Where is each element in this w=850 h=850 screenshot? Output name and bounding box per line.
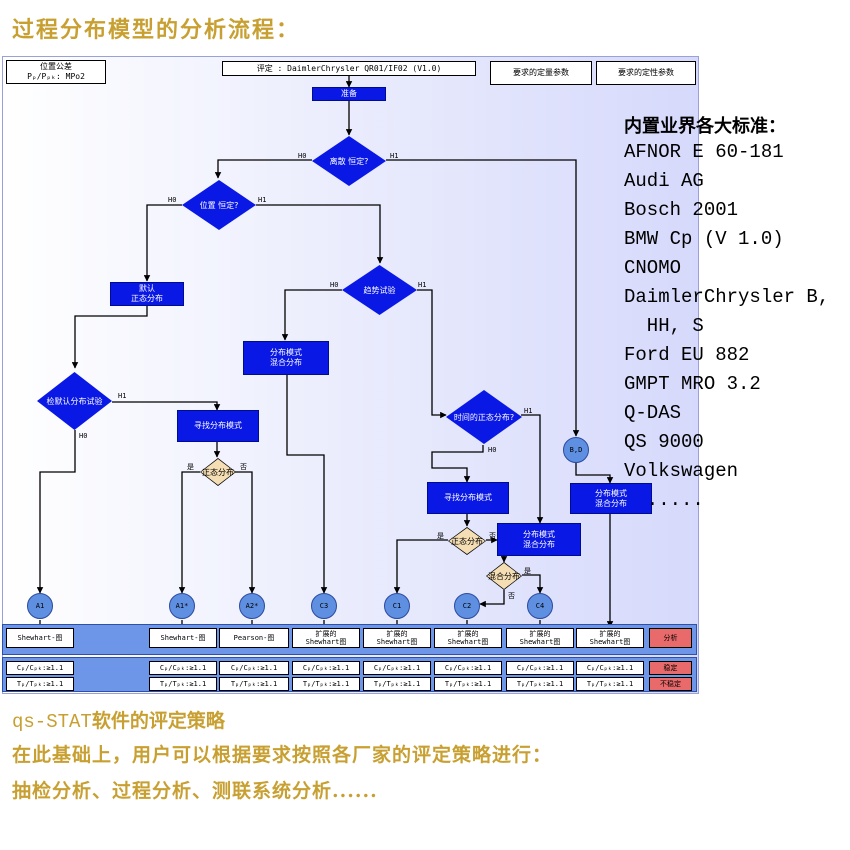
- quantitative-params-button[interactable]: 要求的定量参数: [490, 61, 592, 85]
- decision-label: 混合分布: [488, 571, 520, 581]
- connector-c3[interactable]: C3: [311, 593, 337, 619]
- software-strategy-text: 软件的评定策略: [91, 710, 225, 732]
- page-title: 过程分布模型的分析流程：: [12, 17, 301, 43]
- default-distribution-test-decision[interactable]: 检默认分布试验: [37, 372, 112, 430]
- cp-cell: Cₚ/Cₚₖ:≥1.1: [292, 661, 360, 675]
- stable-indicator: 稳定: [649, 661, 692, 675]
- branch-label: H1: [258, 196, 267, 204]
- software-name: qs-STAT: [12, 711, 92, 733]
- tp-cell: Tₚ/Tₚₖ:≥1.1: [6, 677, 74, 691]
- tp-cell: Tₚ/Tₚₖ:≥1.1: [292, 677, 360, 691]
- tp-cell: Tₚ/Tₚₖ:≥1.1: [219, 677, 289, 691]
- decision-label: 时间的正态分布?: [453, 412, 515, 422]
- decision-label: 检默认分布试验: [46, 396, 103, 406]
- standard-item: .....: [624, 489, 704, 511]
- cp-cell: Cₚ/Cₚₖ:≥1.1: [506, 661, 574, 675]
- connector-a2-star[interactable]: A2*: [239, 593, 265, 619]
- standard-item: CNOMO: [624, 257, 682, 279]
- tp-cell: Tₚ/Tₚₖ:≥1.1: [149, 677, 217, 691]
- connector-bd[interactable]: B,D: [563, 437, 589, 463]
- tp-cell: Tₚ/Tₚₖ:≥1.1: [363, 677, 431, 691]
- standard-item: Bosch 2001: [624, 199, 739, 221]
- standard-item: Q-DAS: [624, 402, 682, 424]
- decision-label: 正态分布: [202, 467, 234, 477]
- chart-cell-a1-star[interactable]: Shewhart-图: [149, 628, 217, 648]
- decision-label: 离散 恒定?: [329, 156, 369, 166]
- chart-cell-a2-star[interactable]: Pearson-图: [219, 628, 289, 648]
- connector-c2[interactable]: C2: [454, 593, 480, 619]
- standard-item: Audi AG: [624, 170, 704, 192]
- standards-title: 内置业界各大标准：: [624, 116, 786, 137]
- standard-item: BMW Cp (V 1.0): [624, 228, 784, 250]
- branch-label: H1: [390, 152, 399, 160]
- qualitative-params-button[interactable]: 要求的定性参数: [596, 61, 696, 85]
- chart-cell-c4[interactable]: 扩展的 Shewhart图: [506, 628, 574, 648]
- user-strategy-line: 在此基础上，用户可以根据要求按照各厂家的评定策略进行：: [12, 744, 553, 766]
- cp-cell: Cₚ/Cₚₖ:≥1.1: [363, 661, 431, 675]
- connector-a1[interactable]: A1: [27, 593, 53, 619]
- normal-distribution-decision-2[interactable]: 正态分布: [448, 527, 486, 555]
- standard-item: DaimlerChrysler B,: [624, 286, 830, 308]
- discrete-constant-decision[interactable]: 离散 恒定?: [312, 136, 386, 186]
- tp-cell: Tₚ/Tₚₖ:≥1.1: [506, 677, 574, 691]
- branch-label: H0: [168, 196, 177, 204]
- cp-cell: Cₚ/Cₚₖ:≥1.1: [6, 661, 74, 675]
- cp-cell: Cₚ/Cₚₖ:≥1.1: [149, 661, 217, 675]
- default-normal-node[interactable]: 默认 正态分布: [110, 282, 184, 306]
- mixed-distribution-decision[interactable]: 混合分布: [486, 562, 522, 590]
- branch-label: 否: [508, 592, 515, 600]
- decision-label: 位置 恒定?: [199, 200, 239, 210]
- position-constant-decision[interactable]: 位置 恒定?: [182, 180, 256, 230]
- connector-a1-star[interactable]: A1*: [169, 593, 195, 619]
- tp-cell: Tₚ/Tₚₖ:≥1.1: [434, 677, 502, 691]
- branch-label: 否: [240, 463, 247, 471]
- tolerance-box: 位置公差 Pₚ/Pₚₖ: MPo2: [6, 60, 106, 84]
- decision-label: 趋势试验: [363, 285, 396, 295]
- branch-label: H1: [418, 281, 427, 289]
- unstable-indicator: 不稳定: [649, 677, 692, 691]
- analysis-types-line: 抽检分析、过程分析、测联系统分析......: [12, 780, 378, 802]
- branch-label: 是: [437, 532, 444, 540]
- mixed-distribution-node-1[interactable]: 分布模式 混合分布: [243, 341, 329, 375]
- software-strategy-line: qs-STAT软件的评定策略: [12, 706, 225, 733]
- standard-item: Ford EU 882: [624, 344, 750, 366]
- branch-label: H0: [79, 432, 88, 440]
- branch-label: H1: [118, 392, 127, 400]
- decision-label: 正态分布: [451, 536, 483, 546]
- chart-cell-a1[interactable]: Shewhart-图: [6, 628, 74, 648]
- branch-label: H0: [330, 281, 339, 289]
- branch-label: 是: [524, 567, 531, 575]
- standard-item: GMPT MRO 3.2: [624, 373, 761, 395]
- standard-item: QS 9000: [624, 431, 704, 453]
- connector-c1[interactable]: C1: [384, 593, 410, 619]
- chart-cell-c1[interactable]: 扩展的 Shewhart图: [363, 628, 431, 648]
- find-distribution-node-2[interactable]: 寻找分布模式: [427, 482, 509, 514]
- cp-cell: Cₚ/Cₚₖ:≥1.1: [434, 661, 502, 675]
- prepare-node[interactable]: 准备: [312, 87, 386, 101]
- branch-label: H0: [298, 152, 307, 160]
- branch-label: H0: [488, 446, 497, 454]
- standard-item: AFNOR E 60-181: [624, 141, 784, 163]
- cp-cell: Cₚ/Cₚₖ:≥1.1: [576, 661, 644, 675]
- branch-label: 否: [489, 532, 496, 540]
- mixed-distribution-node-3[interactable]: 分布模式 混合分布: [497, 523, 581, 556]
- mixed-distribution-node-2[interactable]: 分布模式 混合分布: [570, 483, 652, 514]
- connector-c4[interactable]: C4: [527, 593, 553, 619]
- normal-distribution-decision-1[interactable]: 正态分布: [200, 458, 236, 486]
- time-normal-decision[interactable]: 时间的正态分布?: [446, 390, 522, 444]
- tp-cell: Tₚ/Tₚₖ:≥1.1: [576, 677, 644, 691]
- cp-cell: Cₚ/Cₚₖ:≥1.1: [219, 661, 289, 675]
- standard-item: HH, S: [624, 315, 704, 337]
- chart-cell-c3[interactable]: 扩展的 Shewhart图: [292, 628, 360, 648]
- standard-item: Volkswagen: [624, 460, 739, 482]
- branch-label: 是: [187, 463, 194, 471]
- chart-cell-c2[interactable]: 扩展的 Shewhart图: [434, 628, 502, 648]
- analysis-button[interactable]: 分析: [649, 628, 692, 648]
- find-distribution-node-1[interactable]: 寻找分布模式: [177, 410, 259, 442]
- evaluation-box: 评定 : DaimlerChrysler QR01/IF02 (V1.0): [222, 61, 476, 76]
- trend-test-decision[interactable]: 趋势试验: [342, 265, 417, 315]
- chart-cell-bd[interactable]: 扩展的 Shewhart图: [576, 628, 644, 648]
- branch-label: H1: [524, 407, 533, 415]
